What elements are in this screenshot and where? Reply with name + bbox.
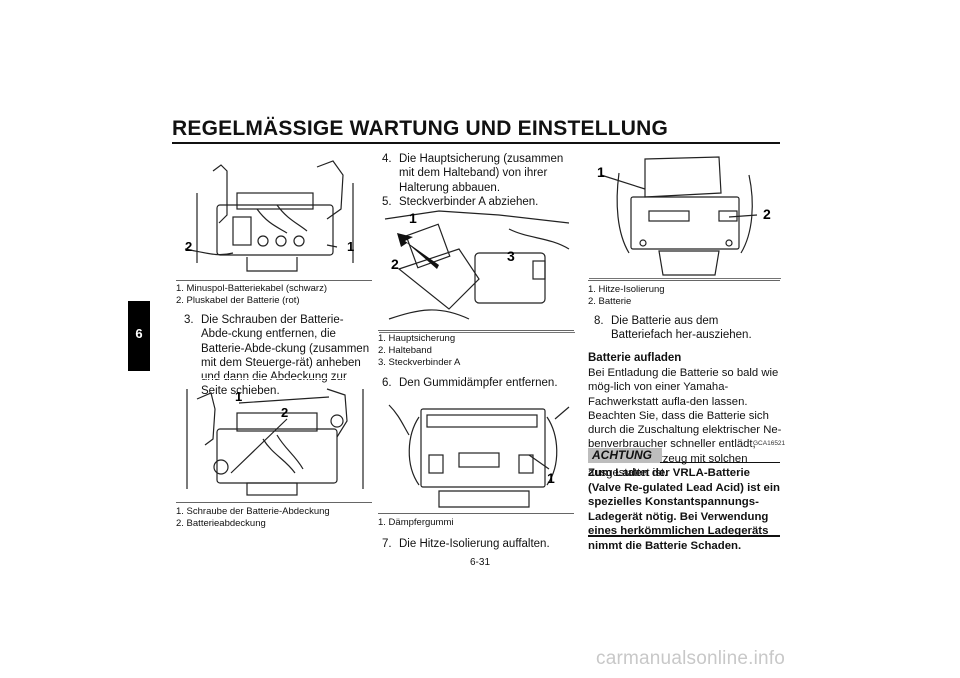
figure-battery-cables: 2 1	[176, 152, 374, 276]
step-7: 7. Die Hitze-Isolierung auffalten.	[382, 537, 574, 552]
chapter-tab: 6	[128, 301, 150, 371]
step-number: 8.	[594, 315, 604, 327]
watermark: carmanualsonline.info	[596, 648, 786, 669]
caption-rule	[378, 330, 574, 331]
battery-cables-illustration: 2 1	[184, 160, 354, 272]
caption-rule	[588, 280, 780, 281]
caption-rule	[378, 513, 574, 514]
achtung-rule	[660, 462, 780, 463]
title-rule	[172, 142, 780, 144]
notice-end-rule	[588, 535, 780, 537]
step-text: Die Schrauben der Batterie-Abde-ckung en…	[201, 314, 370, 398]
caption-item: 1. Minuspol-Batteriekabel (schwarz)	[176, 283, 328, 294]
callout-3: 3	[507, 248, 515, 264]
achtung-label: ACHTUNG	[592, 448, 652, 462]
step-text: Die Batterie aus dem Batteriefach her-au…	[611, 315, 752, 342]
figure-heat-insulation: 1 2	[588, 152, 782, 280]
caption-item: 2. Pluskabel der Batterie (rot)	[176, 295, 300, 306]
heat-insulation-illustration: 1 2	[589, 156, 781, 280]
caption-rule	[176, 502, 372, 503]
caption-item: 1. Dämpfergummi	[378, 517, 454, 528]
callout-1: 1	[409, 210, 417, 226]
notice-code: GCA16521	[753, 440, 786, 447]
step-text: Die Hitze-Isolierung auffalten.	[399, 538, 550, 550]
callout-2: 2	[281, 405, 288, 420]
notice-text: Zum Laden der VRLA-Batterie (Valve Re-gu…	[588, 467, 780, 552]
caption-item: 3. Steckverbinder A	[378, 357, 461, 368]
step-4: 4. Die Hauptsicherung (zusammen mit dem …	[382, 152, 574, 196]
caption-item: 2. Batterieabdeckung	[176, 518, 266, 529]
battery-cover-illustration: 1 2	[186, 388, 364, 496]
figure-battery-cover: 1 2	[176, 378, 374, 502]
step-text: Den Gummidämpfer entfernen.	[399, 377, 558, 389]
figure-main-fuse: 1 2 3	[378, 208, 576, 334]
step-text: Die Hauptsicherung (zusammen mit dem Hal…	[399, 153, 564, 194]
step-6: 6. Den Gummidämpfer entfernen.	[382, 376, 574, 391]
page-title: REGELMÄSSIGE WARTUNG UND EINSTELLUNG	[172, 117, 669, 140]
caption-rule	[176, 280, 372, 281]
callout-2: 2	[185, 239, 192, 254]
step-number: 3.	[184, 314, 194, 326]
callout-2: 2	[763, 206, 771, 222]
main-fuse-illustration: 1 2 3	[379, 210, 575, 334]
step-number: 6.	[382, 377, 392, 389]
step-5: 5. Steckverbinder A abziehen.	[382, 195, 574, 210]
section-heading: Batterie aufladen	[588, 352, 682, 364]
section-body: Bei Entladung die Batterie so bald wie m…	[588, 367, 782, 480]
figure-damper-rubber: 1	[378, 394, 576, 512]
callout-1: 1	[547, 470, 555, 486]
page-number: 6-31	[469, 557, 490, 568]
step-text: Steckverbinder A abziehen.	[399, 196, 539, 208]
chapter-tab-number: 6	[135, 326, 143, 341]
callout-1: 1	[347, 239, 354, 254]
damper-rubber-illustration: 1	[388, 404, 570, 508]
callout-1: 1	[235, 389, 242, 404]
achtung-label-box: ACHTUNG	[588, 448, 662, 463]
caption-item: 1. Hauptsicherung	[378, 333, 456, 344]
step-8: 8. Die Batterie aus dem Batteriefach her…	[594, 314, 782, 344]
step-number: 5.	[382, 196, 392, 208]
caption-item: 1. Hitze-Isolierung	[588, 284, 665, 295]
step-3: 3. Die Schrauben der Batterie-Abde-ckung…	[184, 313, 374, 397]
callout-2: 2	[391, 256, 399, 272]
caption-item: 2. Batterie	[588, 296, 632, 307]
caption-item: 2. Halteband	[378, 345, 432, 356]
step-number: 4.	[382, 153, 392, 165]
caption-item: 1. Schraube der Batterie-Abdeckung	[176, 506, 330, 517]
removal-arrow-icon	[397, 233, 439, 269]
callout-1: 1	[597, 164, 605, 180]
step-number: 7.	[382, 538, 392, 550]
